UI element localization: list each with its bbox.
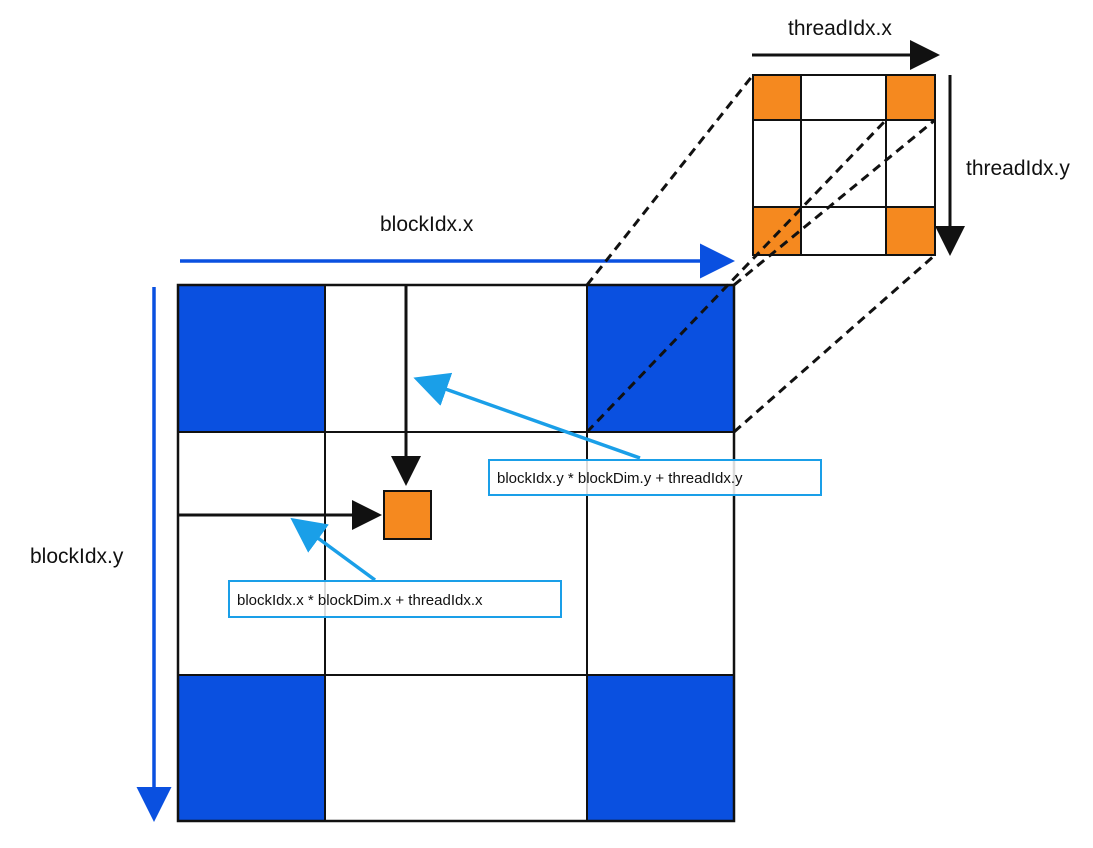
block-top-left xyxy=(178,285,325,432)
block-x-label: blockIdx.x xyxy=(380,213,474,236)
block-bottom-right xyxy=(587,675,734,821)
formula-y-pointer xyxy=(413,372,641,460)
thread-x-label: threadIdx.x xyxy=(788,17,892,40)
block-bottom-left xyxy=(178,675,325,821)
thread-bottom-left xyxy=(753,207,801,255)
block-y-label: blockIdx.y xyxy=(30,545,124,568)
formula-x-pointer xyxy=(290,517,377,582)
formula-y-text: blockIdx.y * blockDim.y + threadIdx.y xyxy=(497,470,743,487)
thread-y-label: threadIdx.y xyxy=(966,157,1070,180)
formula-x-text: blockIdx.x * blockDim.x + threadIdx.x xyxy=(237,592,483,609)
formula-x-callout: blockIdx.x * blockDim.x + threadIdx.x xyxy=(228,580,562,618)
block-grid xyxy=(176,283,736,823)
formula-y-callout: blockIdx.y * blockDim.y + threadIdx.y xyxy=(488,459,822,496)
thread-top-right xyxy=(886,75,935,120)
thread-block-inset xyxy=(752,74,936,256)
thread-block-outline xyxy=(752,74,936,256)
grid-outline xyxy=(176,283,736,823)
target-thread xyxy=(383,490,432,540)
thread-top-left xyxy=(753,75,801,120)
zoom-projection-lines xyxy=(585,74,936,434)
thread-bottom-right xyxy=(886,207,935,255)
